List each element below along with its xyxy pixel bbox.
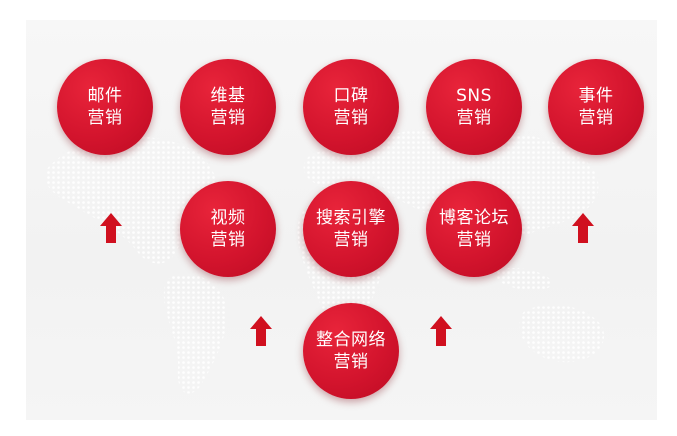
node-integrated-network-marketing-line1: 整合网络: [316, 330, 386, 350]
node-video-marketing: 视频 营销: [180, 181, 276, 277]
up-arrow-icon-left-lower: [250, 316, 272, 346]
up-arrow-icon-right-upper: [572, 213, 594, 243]
node-blog-forum-marketing-line1: 博客论坛: [439, 208, 509, 228]
node-search-engine-marketing-line1: 搜索引擎: [316, 208, 386, 228]
node-word-of-mouth-marketing-line1: 口碑: [333, 86, 369, 106]
node-search-engine-marketing: 搜索引擎 营销: [303, 181, 399, 277]
node-event-marketing-line1: 事件: [578, 86, 614, 106]
node-integrated-network-marketing: 整合网络 营销: [303, 303, 399, 399]
up-arrow-icon-right-lower: [430, 316, 452, 346]
node-event-marketing-line2: 营销: [578, 108, 614, 128]
node-blog-forum-marketing: 博客论坛 营销: [426, 181, 522, 277]
node-video-marketing-line2: 营销: [210, 230, 246, 250]
node-sns-marketing-line2: 营销: [456, 108, 492, 128]
node-wiki-marketing-line1: 维基: [210, 86, 246, 106]
node-word-of-mouth-marketing: 口碑 营销: [303, 59, 399, 155]
node-email-marketing: 邮件 营销: [57, 59, 153, 155]
node-integrated-network-marketing-line2: 营销: [333, 352, 369, 372]
node-email-marketing-line2: 营销: [87, 108, 123, 128]
node-blog-forum-marketing-line2: 营销: [456, 230, 492, 250]
node-sns-marketing: SNS 营销: [426, 59, 522, 155]
node-wiki-marketing-line2: 营销: [210, 108, 246, 128]
node-word-of-mouth-marketing-line2: 营销: [333, 108, 369, 128]
node-sns-marketing-line1: SNS: [456, 86, 492, 106]
node-email-marketing-line1: 邮件: [87, 86, 123, 106]
node-event-marketing: 事件 营销: [548, 59, 644, 155]
node-wiki-marketing: 维基 营销: [180, 59, 276, 155]
node-video-marketing-line1: 视频: [210, 208, 246, 228]
node-search-engine-marketing-line2: 营销: [333, 230, 369, 250]
up-arrow-icon-left-upper: [100, 213, 122, 243]
